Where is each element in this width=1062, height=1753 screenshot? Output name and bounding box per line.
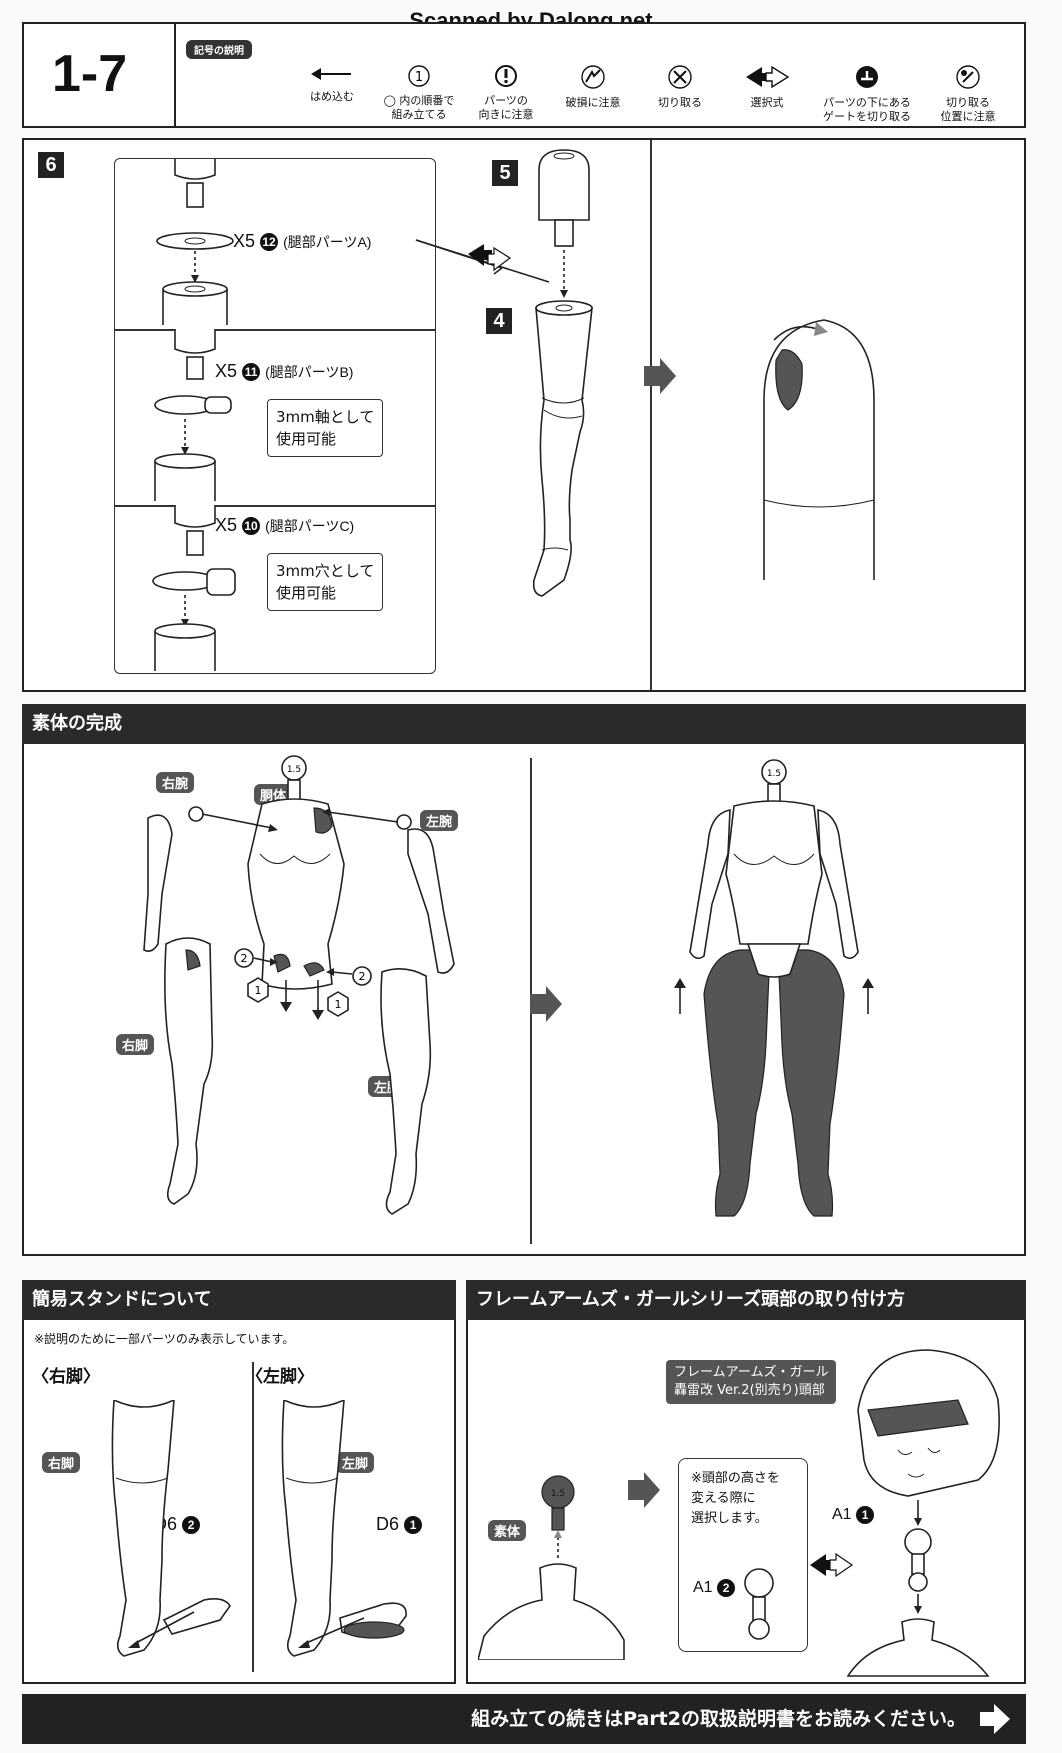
step6-panel: 6 X5 12 (腿部パーツA) X5 11 (腿部パーツB) 3mm軸として …	[22, 138, 1026, 692]
step-number: 1-7	[52, 45, 128, 103]
head-title: フレームアームズ・ガールシリーズ頭部の取り付け方	[466, 1280, 1026, 1320]
leg-assembly-diagram	[415, 149, 593, 597]
svg-text:1: 1	[255, 984, 262, 997]
option-b-label: X5 11 (腿部パーツB)	[215, 361, 354, 382]
exploded-body-diagram: 1.5 2 1 1 2	[143, 755, 455, 1215]
label-left-arm: 左腕	[420, 810, 459, 831]
choice-arrows-between	[810, 1552, 854, 1578]
option-a-diagram	[156, 159, 234, 325]
stand-panel: ※説明のために一部パーツのみ表示しています。 〈右脚〉 〈左脚〉 右脚 左脚 D…	[22, 1320, 456, 1684]
circled-one-icon: 1	[408, 65, 430, 87]
footer-arrow-icon	[980, 1704, 1010, 1734]
height-option-box: ※頭部の高さを 変える際に 選択します。 A1 2	[678, 1458, 808, 1652]
legend-item-choice: 選択式	[717, 64, 817, 110]
left-leg-heading: 〈左脚〉	[246, 1367, 314, 1387]
next-arrow-icon-2	[530, 986, 562, 1022]
option-c-note: 3mm穴として 使用可能	[267, 553, 384, 611]
height-note: ※頭部の高さを 変える際に 選択します。	[691, 1471, 780, 1526]
break-warning-icon	[581, 65, 605, 89]
option-c-diagram	[152, 505, 236, 671]
product-label: フレームアームズ・ガール 轟雷改 Ver.2(別売り)頭部	[666, 1360, 837, 1404]
svg-text:1: 1	[415, 70, 423, 85]
thigh-part-badge: 5	[492, 160, 518, 186]
exclamation-circle-icon	[495, 65, 517, 87]
next-arrow-icon-3	[628, 1472, 660, 1508]
step6-badge: 6	[38, 152, 64, 178]
neck-size-label: 1.5	[287, 765, 301, 775]
header-bar: 1-7 記号の説明 はめ込む 1 ◯ 内の順番で 組み立てる パーツの 向きに注…	[22, 22, 1026, 128]
head-panel: フレームアームズ・ガール 轟雷改 Ver.2(別売り)頭部 素体 1.5 ※頭部…	[466, 1320, 1026, 1684]
option-a1-1: A1 1	[832, 1506, 875, 1524]
gate-cut-icon	[856, 66, 878, 88]
completed-body-diagram: 1.5	[674, 759, 874, 1217]
option-a-label: X5 12 (腿部パーツA)	[233, 231, 372, 252]
thigh-closeup-diagram	[763, 319, 875, 580]
legend-title: 記号の説明	[186, 40, 252, 59]
stand-right-leg-tag: 右脚	[42, 1452, 81, 1473]
legend-item-order: 1 ◯ 内の順番で 組み立てる	[369, 64, 469, 122]
thigh-options-box: X5 12 (腿部パーツA) X5 11 (腿部パーツB) 3mm軸として 使用…	[114, 158, 436, 674]
right-leg-heading: 〈右脚〉	[32, 1367, 100, 1387]
leg-part-badge: 4	[486, 308, 512, 334]
head-assembly-diagram	[846, 1349, 1000, 1677]
neck-joint-diagram: 1.5	[478, 1475, 625, 1660]
svg-text:2: 2	[241, 952, 248, 965]
svg-text:1: 1	[335, 998, 342, 1011]
footer-banner: 組み立ての続きはPart2の取扱説明書をお読みください。	[22, 1694, 1026, 1744]
head-neck-size: 1.5	[551, 1489, 565, 1499]
label-right-leg: 右脚	[116, 1034, 155, 1055]
option-a1-2: A1 2	[693, 1579, 736, 1597]
cut-position-icon	[956, 65, 980, 89]
cut-icon	[668, 65, 692, 89]
svg-text:2: 2	[359, 970, 366, 983]
legend-item-breakage: 破損に注意	[543, 64, 643, 110]
stand-note: ※説明のために一部パーツのみ表示しています。	[34, 1332, 295, 1346]
footer-text: 組み立ての続きはPart2の取扱説明書をお読みください。	[471, 1708, 966, 1730]
legend-item-snap: はめ込む	[282, 64, 382, 104]
option-b-note: 3mm軸として 使用可能	[267, 399, 384, 457]
body-tag: 素体	[488, 1520, 527, 1541]
body-complete-title: 素体の完成	[22, 704, 1026, 744]
option-c-label: X5 10 (腿部パーツC)	[215, 515, 355, 536]
next-arrow-icon	[644, 358, 676, 394]
neck-size-label-2: 1.5	[767, 769, 781, 779]
label-right-arm: 右腕	[156, 772, 195, 793]
legend-item-gate: パーツの下にある ゲートを切り取る	[812, 64, 922, 124]
arrow-left-icon	[311, 68, 351, 80]
option-b-diagram	[154, 329, 232, 501]
body-complete-panel: 右腕 胴体 左腕 右脚 左脚 1.5 2 1 1 2 1.5	[22, 744, 1026, 1256]
stand-left-diagram	[281, 1400, 407, 1657]
legend-item-cut: 切り取る	[630, 64, 730, 110]
stand-left-leg-tag: 左脚	[336, 1452, 375, 1473]
stand-right-diagram	[111, 1400, 231, 1657]
legend-item-cut-position: 切り取る 位置に注意	[918, 64, 1018, 124]
stand-title: 簡易スタンドについて	[22, 1280, 456, 1320]
stand-left-part: D6 1	[376, 1514, 423, 1535]
choice-arrows-icon	[746, 65, 790, 89]
legend-item-direction: パーツの 向きに注意	[456, 64, 556, 122]
